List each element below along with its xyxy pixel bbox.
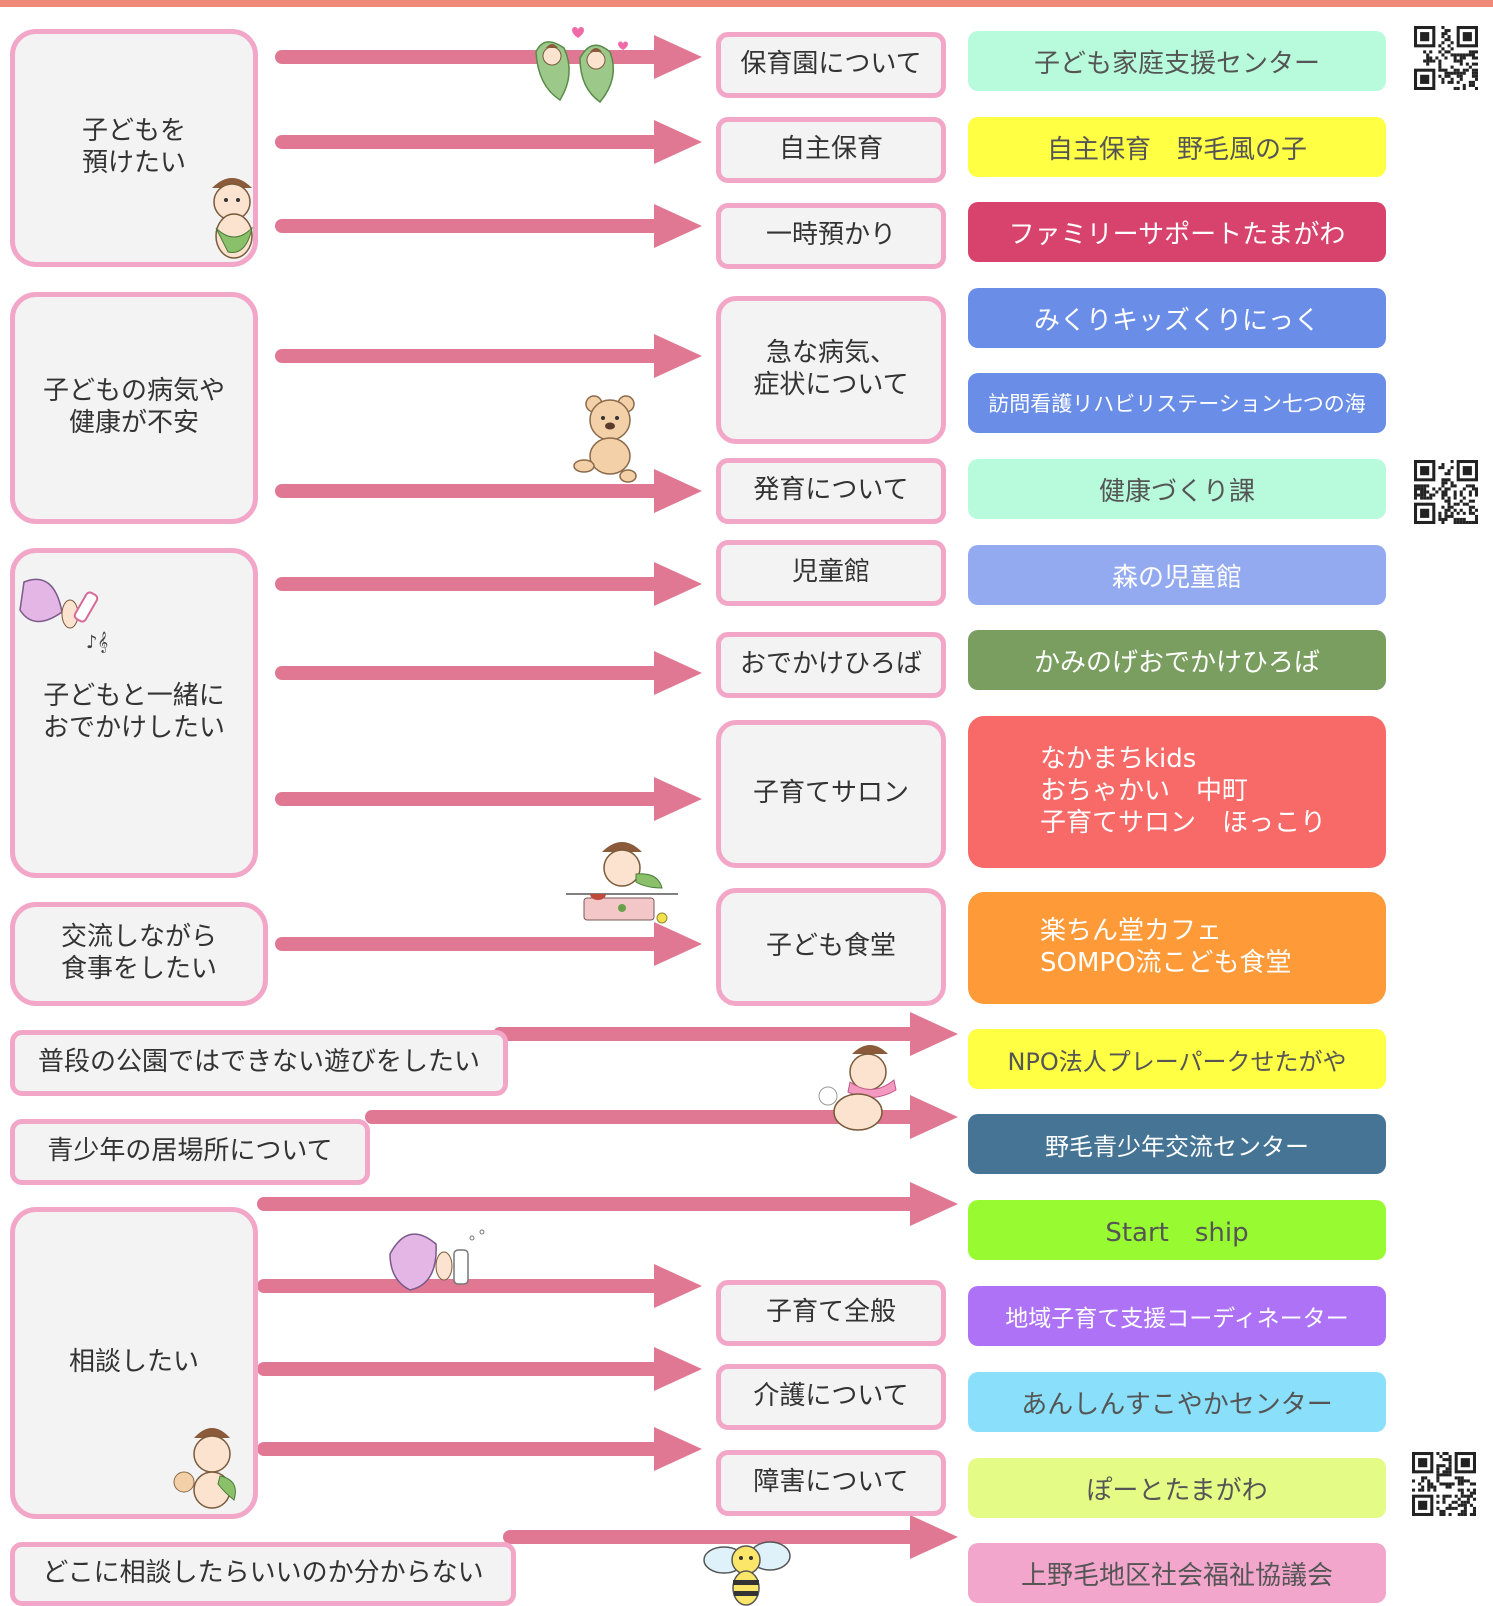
org-kaminoge[interactable]: かみのげおでかけひろば	[968, 630, 1386, 690]
org-potto[interactable]: ぽーとたまがわ	[968, 1458, 1386, 1518]
topic-jidokan[interactable]: 児童館	[716, 540, 946, 606]
org-kenko[interactable]: 健康づくり課	[968, 459, 1386, 519]
arrow-head	[654, 777, 702, 821]
org-shakyo[interactable]: 上野毛地区社会福祉協議会	[968, 1543, 1386, 1603]
org-mikuri[interactable]: みくりキッズくりにっく	[968, 288, 1386, 348]
category-meal[interactable]: 交流しながら 食事をしたい	[10, 902, 268, 1006]
acorn-playing-icon	[818, 1045, 897, 1131]
topic-general[interactable]: 子育て全般	[716, 1280, 946, 1346]
org-anshin[interactable]: あんしんすこやかセンター	[968, 1372, 1386, 1432]
acorn-eating-icon	[566, 842, 678, 924]
org-family-support[interactable]: ファミリーサポートたまがわ	[968, 202, 1386, 262]
arrow-head	[654, 1264, 702, 1308]
topic-shokudo[interactable]: 子ども食堂	[716, 888, 946, 1006]
org-houmon[interactable]: 訪問看護リハビリステーション七つの海	[968, 373, 1386, 433]
arrow-head	[654, 334, 702, 378]
topic-temporary[interactable]: 一時預かり	[716, 203, 946, 269]
topic-disability[interactable]: 障害について	[716, 1450, 946, 1516]
topic-voluntary[interactable]: 自主保育	[716, 117, 946, 183]
arrow-head	[654, 120, 702, 164]
org-npo[interactable]: NPO法人プレーパークせたがや	[968, 1029, 1386, 1089]
category-childcare[interactable]: 子どもを 預けたい	[10, 29, 258, 267]
org-jishu-hoiku[interactable]: 自主保育 野毛風の子	[968, 117, 1386, 177]
arrow-head	[910, 1012, 958, 1056]
org-noge-youth[interactable]: 野毛青少年交流センター	[968, 1114, 1386, 1174]
topic-illness[interactable]: 急な病気、 症状について	[716, 296, 946, 444]
qr-code-icon[interactable]	[1414, 460, 1478, 524]
arrow-head	[910, 1095, 958, 1139]
acorn-baby-icon	[173, 1428, 236, 1509]
topic-nursery[interactable]: 保育園について	[716, 32, 946, 98]
arrow-head	[654, 1347, 702, 1391]
org-start-ship[interactable]: Start ship	[968, 1200, 1386, 1260]
top-accent-bar	[0, 0, 1493, 7]
arrow-head	[654, 922, 702, 966]
category-unknown[interactable]: どこに相談したらいいのか分からない	[10, 1542, 516, 1606]
org-cafe[interactable]: 楽ちん堂カフェ SOMPO流こども食堂	[968, 892, 1386, 1004]
arrow-head	[654, 204, 702, 248]
acorn-baby-icon	[212, 178, 253, 259]
arrow-head	[910, 1515, 958, 1559]
category-health[interactable]: 子どもの病気や 健康が不安	[10, 292, 258, 524]
org-kodomo-katei[interactable]: 子ども家庭支援センター	[968, 31, 1386, 91]
butterfly-icon	[389, 1229, 485, 1291]
category-consult[interactable]: 相談したい	[10, 1207, 258, 1519]
topic-growth[interactable]: 発育について	[716, 458, 946, 524]
arrow-head	[654, 35, 702, 79]
arrow-head	[654, 1427, 702, 1471]
org-coordinator[interactable]: 地域子育て支援コーディネーター	[968, 1286, 1386, 1346]
butterfly-icon: ♪𝄞	[19, 578, 108, 653]
svg-text:♪𝄞: ♪𝄞	[86, 632, 108, 653]
bee-icon	[703, 1541, 791, 1606]
topic-salon[interactable]: 子育てサロン	[716, 720, 946, 868]
arrow-head	[654, 469, 702, 513]
org-mori[interactable]: 森の児童館	[968, 545, 1386, 605]
category-youth[interactable]: 青少年の居場所について	[10, 1119, 370, 1185]
org-salons[interactable]: なかまちkids おちゃかい 中町 子育てサロン ほっこり	[968, 716, 1386, 868]
leaf-babies-icon	[535, 27, 628, 104]
arrow-head	[654, 651, 702, 695]
qr-code-icon[interactable]	[1412, 1452, 1476, 1516]
topic-care[interactable]: 介護について	[716, 1364, 946, 1430]
category-park[interactable]: 普段の公園ではできない遊びをしたい	[10, 1030, 508, 1096]
topic-odekake[interactable]: おでかけひろば	[716, 632, 946, 698]
qr-code-icon[interactable]	[1414, 26, 1478, 90]
arrow-head	[910, 1182, 958, 1226]
teddy-bear-icon	[573, 395, 637, 483]
arrow-head	[654, 562, 702, 606]
